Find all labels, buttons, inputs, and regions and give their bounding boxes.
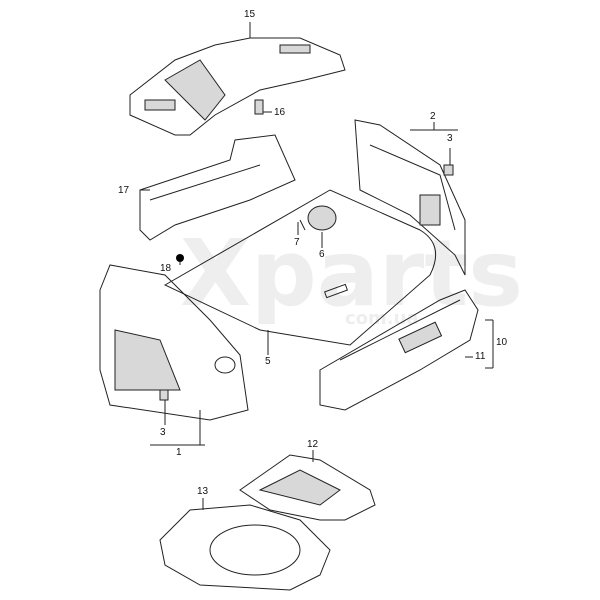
- lashing-eye-6: [307, 205, 337, 231]
- watermark-brand: Xparts: [180, 220, 523, 327]
- upper-trim-15: [129, 37, 346, 136]
- callout-2: 2: [430, 111, 436, 122]
- shelf-trim-17: [139, 134, 296, 241]
- callout-3-right: 3: [447, 133, 453, 144]
- callout-13: 13: [197, 486, 209, 497]
- callout-6: 6: [319, 249, 325, 260]
- callout-17: 17: [118, 185, 130, 196]
- callout-12: 12: [307, 439, 319, 450]
- sill-trim-10: [319, 289, 479, 411]
- callout-5: 5: [265, 356, 271, 367]
- clip-3-right: [443, 164, 454, 176]
- callout-10: 10: [496, 337, 508, 348]
- tool-tray-12: [239, 454, 376, 521]
- callout-1: 1: [176, 447, 182, 458]
- callout-18: 18: [160, 263, 172, 274]
- callout-11: 11: [475, 351, 486, 362]
- clip-16: [254, 99, 264, 115]
- floor-cover-5: [163, 189, 437, 346]
- callout-3-left: 3: [160, 427, 166, 438]
- right-side-trim-2: [354, 119, 466, 276]
- clip-18: [176, 254, 184, 262]
- left-side-trim-1: [99, 264, 249, 421]
- clip-3-left: [159, 389, 169, 401]
- spare-wheel-tray-13: [159, 504, 331, 591]
- callout-16: 16: [274, 107, 286, 118]
- screw-7: [299, 219, 306, 231]
- callout-7: 7: [294, 237, 300, 248]
- callout-15: 15: [244, 9, 256, 20]
- leader-lines: [140, 22, 494, 510]
